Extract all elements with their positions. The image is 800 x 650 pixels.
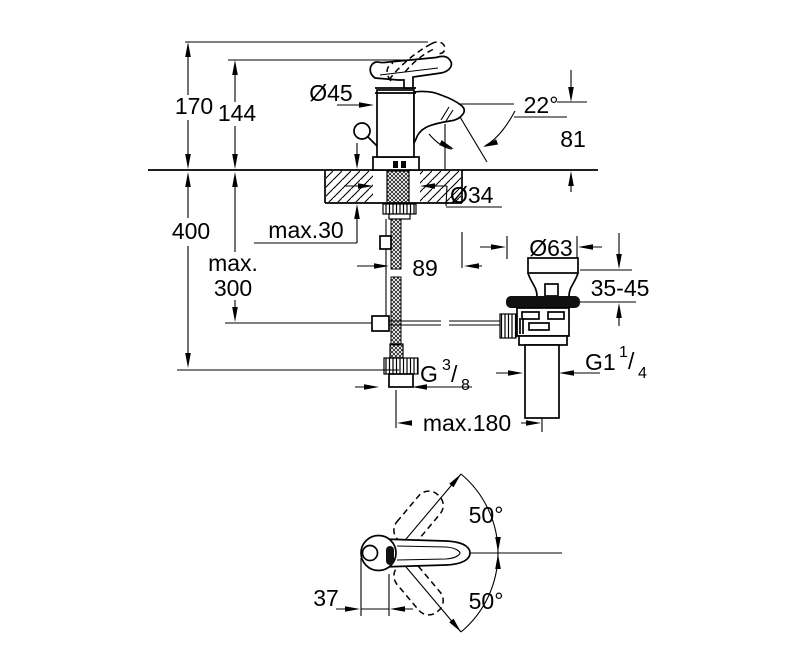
spout-outlet <box>440 106 454 122</box>
tailpipe <box>524 344 560 419</box>
g114-base: G1 <box>585 349 616 375</box>
handle-raised-outline <box>386 41 446 82</box>
deck-section <box>148 169 598 204</box>
dim-handle-height-label: 144 <box>218 100 257 126</box>
handle-lever <box>369 55 453 89</box>
horizontal-lever <box>389 320 500 326</box>
dim-spout-height-label: 81 <box>560 126 586 152</box>
dim-spout-angle-label: 22° <box>524 92 559 118</box>
dim-deck-range-label: 35-45 <box>591 275 650 301</box>
faucet-body <box>353 41 500 388</box>
lever-clamp <box>371 315 390 332</box>
dim-waste-diameter-label: Ø63 <box>529 235 572 261</box>
g38-sub: 8 <box>461 377 470 394</box>
top-view: 50° 50° 37 <box>313 473 562 633</box>
dim-handle-offset-label: 37 <box>313 585 339 611</box>
deck-hatch-right <box>420 171 461 202</box>
deck-hatch-left <box>326 171 373 202</box>
valve-cap <box>527 257 579 274</box>
dim-hole-diameter-label: Ø34 <box>450 182 494 208</box>
faucet-column <box>376 89 415 158</box>
g38-slash: / <box>451 361 458 387</box>
g114-sup: 1 <box>619 344 628 361</box>
spout <box>413 90 466 144</box>
dim-swivel-upper-label: 50° <box>469 502 504 528</box>
hose-nut <box>383 357 419 375</box>
mounting-nut <box>382 203 417 215</box>
dim-projection-label: 89 <box>412 255 438 281</box>
dim-rod-max-label-a: max. <box>208 250 258 276</box>
front-view: 170 144 Ø45 22° 81 400 max. 300 max.30 Ø… <box>148 41 650 436</box>
top-view-dimension-lines <box>336 473 499 633</box>
rod-coupling-nut <box>499 313 517 339</box>
dim-total-height-label: 170 <box>175 93 213 119</box>
pull-rod-coupler <box>379 235 392 250</box>
pop-up-knob <box>353 122 371 140</box>
supply-hose-upper <box>390 218 402 270</box>
top-view-arrowheads <box>345 474 501 632</box>
g38-base: G <box>420 361 438 387</box>
threaded-shank <box>386 170 410 204</box>
pull-knob-plan <box>361 544 379 562</box>
valve-flange <box>506 296 580 308</box>
hose-fitting <box>389 343 404 359</box>
g114-sub: 4 <box>638 365 647 382</box>
handle-pivot-dot <box>386 546 394 565</box>
dim-deck-max-label: max.30 <box>268 217 343 243</box>
thread-g114-label: G1 1 / 4 <box>585 344 647 382</box>
drain-valve <box>499 257 580 419</box>
dim-hose-length-label: 400 <box>172 218 210 244</box>
hose-thread <box>388 373 414 388</box>
dim-rod-max-label-b: 300 <box>214 275 252 301</box>
dim-body-diameter-label: Ø45 <box>309 80 352 106</box>
thread-g38-label: G 3 / 8 <box>420 357 470 394</box>
dim-swivel-lower-label: 50° <box>469 588 504 614</box>
g38-sup: 3 <box>442 357 451 374</box>
g114-slash: / <box>628 348 635 374</box>
dim-max-distance-label: max.180 <box>423 410 511 436</box>
supply-hose-lower <box>390 276 402 346</box>
handle-top-view <box>360 490 562 616</box>
